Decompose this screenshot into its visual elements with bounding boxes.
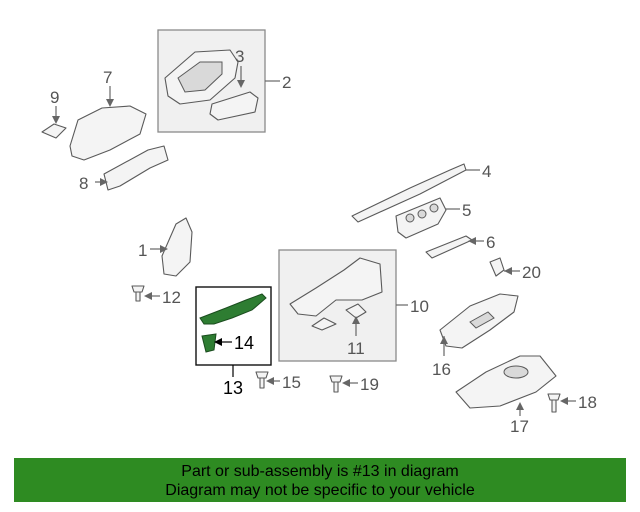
banner-line-1: Part or sub-assembly is #13 in diagram — [181, 463, 459, 480]
callout-12: 12 — [162, 288, 181, 307]
part-20-clip — [489, 257, 505, 277]
callout-15: 15 — [282, 373, 301, 392]
callout-10: 10 — [410, 297, 429, 316]
part-1-side-panel — [161, 217, 193, 277]
info-banner: Part or sub-assembly is #13 in diagram D… — [14, 458, 626, 502]
callout-13: 13 — [223, 378, 243, 398]
callout-4: 4 — [482, 162, 491, 181]
callout-1: 1 — [138, 241, 147, 260]
callout-9: 9 — [50, 88, 59, 107]
callout-19: 19 — [360, 375, 379, 394]
part-5-panel — [395, 197, 447, 239]
part-12-screw — [131, 285, 145, 302]
part-13-bracket-highlighted — [199, 293, 267, 353]
part-9-clip — [41, 123, 67, 139]
part-2-glove-box — [164, 49, 259, 121]
part-19-clip — [329, 375, 343, 393]
callout-14: 14 — [234, 333, 254, 353]
part-6-bracket — [425, 235, 473, 259]
part-4-trim — [351, 163, 467, 223]
part-18-screw — [547, 393, 561, 413]
part-15-screw — [255, 371, 269, 389]
part-11-clip — [345, 303, 367, 319]
callout-3: 3 — [235, 47, 244, 66]
callout-6: 6 — [486, 233, 495, 252]
parts-diagram: 2 3 7 9 8 4 5 6 20 — [41, 29, 597, 436]
part-7-cover — [69, 105, 147, 161]
part-16-lower-panel — [439, 293, 519, 349]
banner-line-2: Diagram may not be specific to your vehi… — [165, 482, 475, 499]
callout-7: 7 — [103, 68, 112, 87]
callout-5: 5 — [462, 201, 471, 220]
part-10-reinforcement — [289, 257, 383, 331]
callout-11: 11 — [347, 339, 365, 358]
part-17-lower-cover — [455, 355, 557, 409]
callout-2: 2 — [282, 73, 291, 92]
part-8-bracket — [103, 145, 169, 191]
callout-16: 16 — [432, 360, 451, 379]
callout-20: 20 — [522, 263, 541, 282]
callout-17: 17 — [510, 417, 529, 436]
callout-8: 8 — [79, 174, 88, 193]
callout-18: 18 — [578, 393, 597, 412]
